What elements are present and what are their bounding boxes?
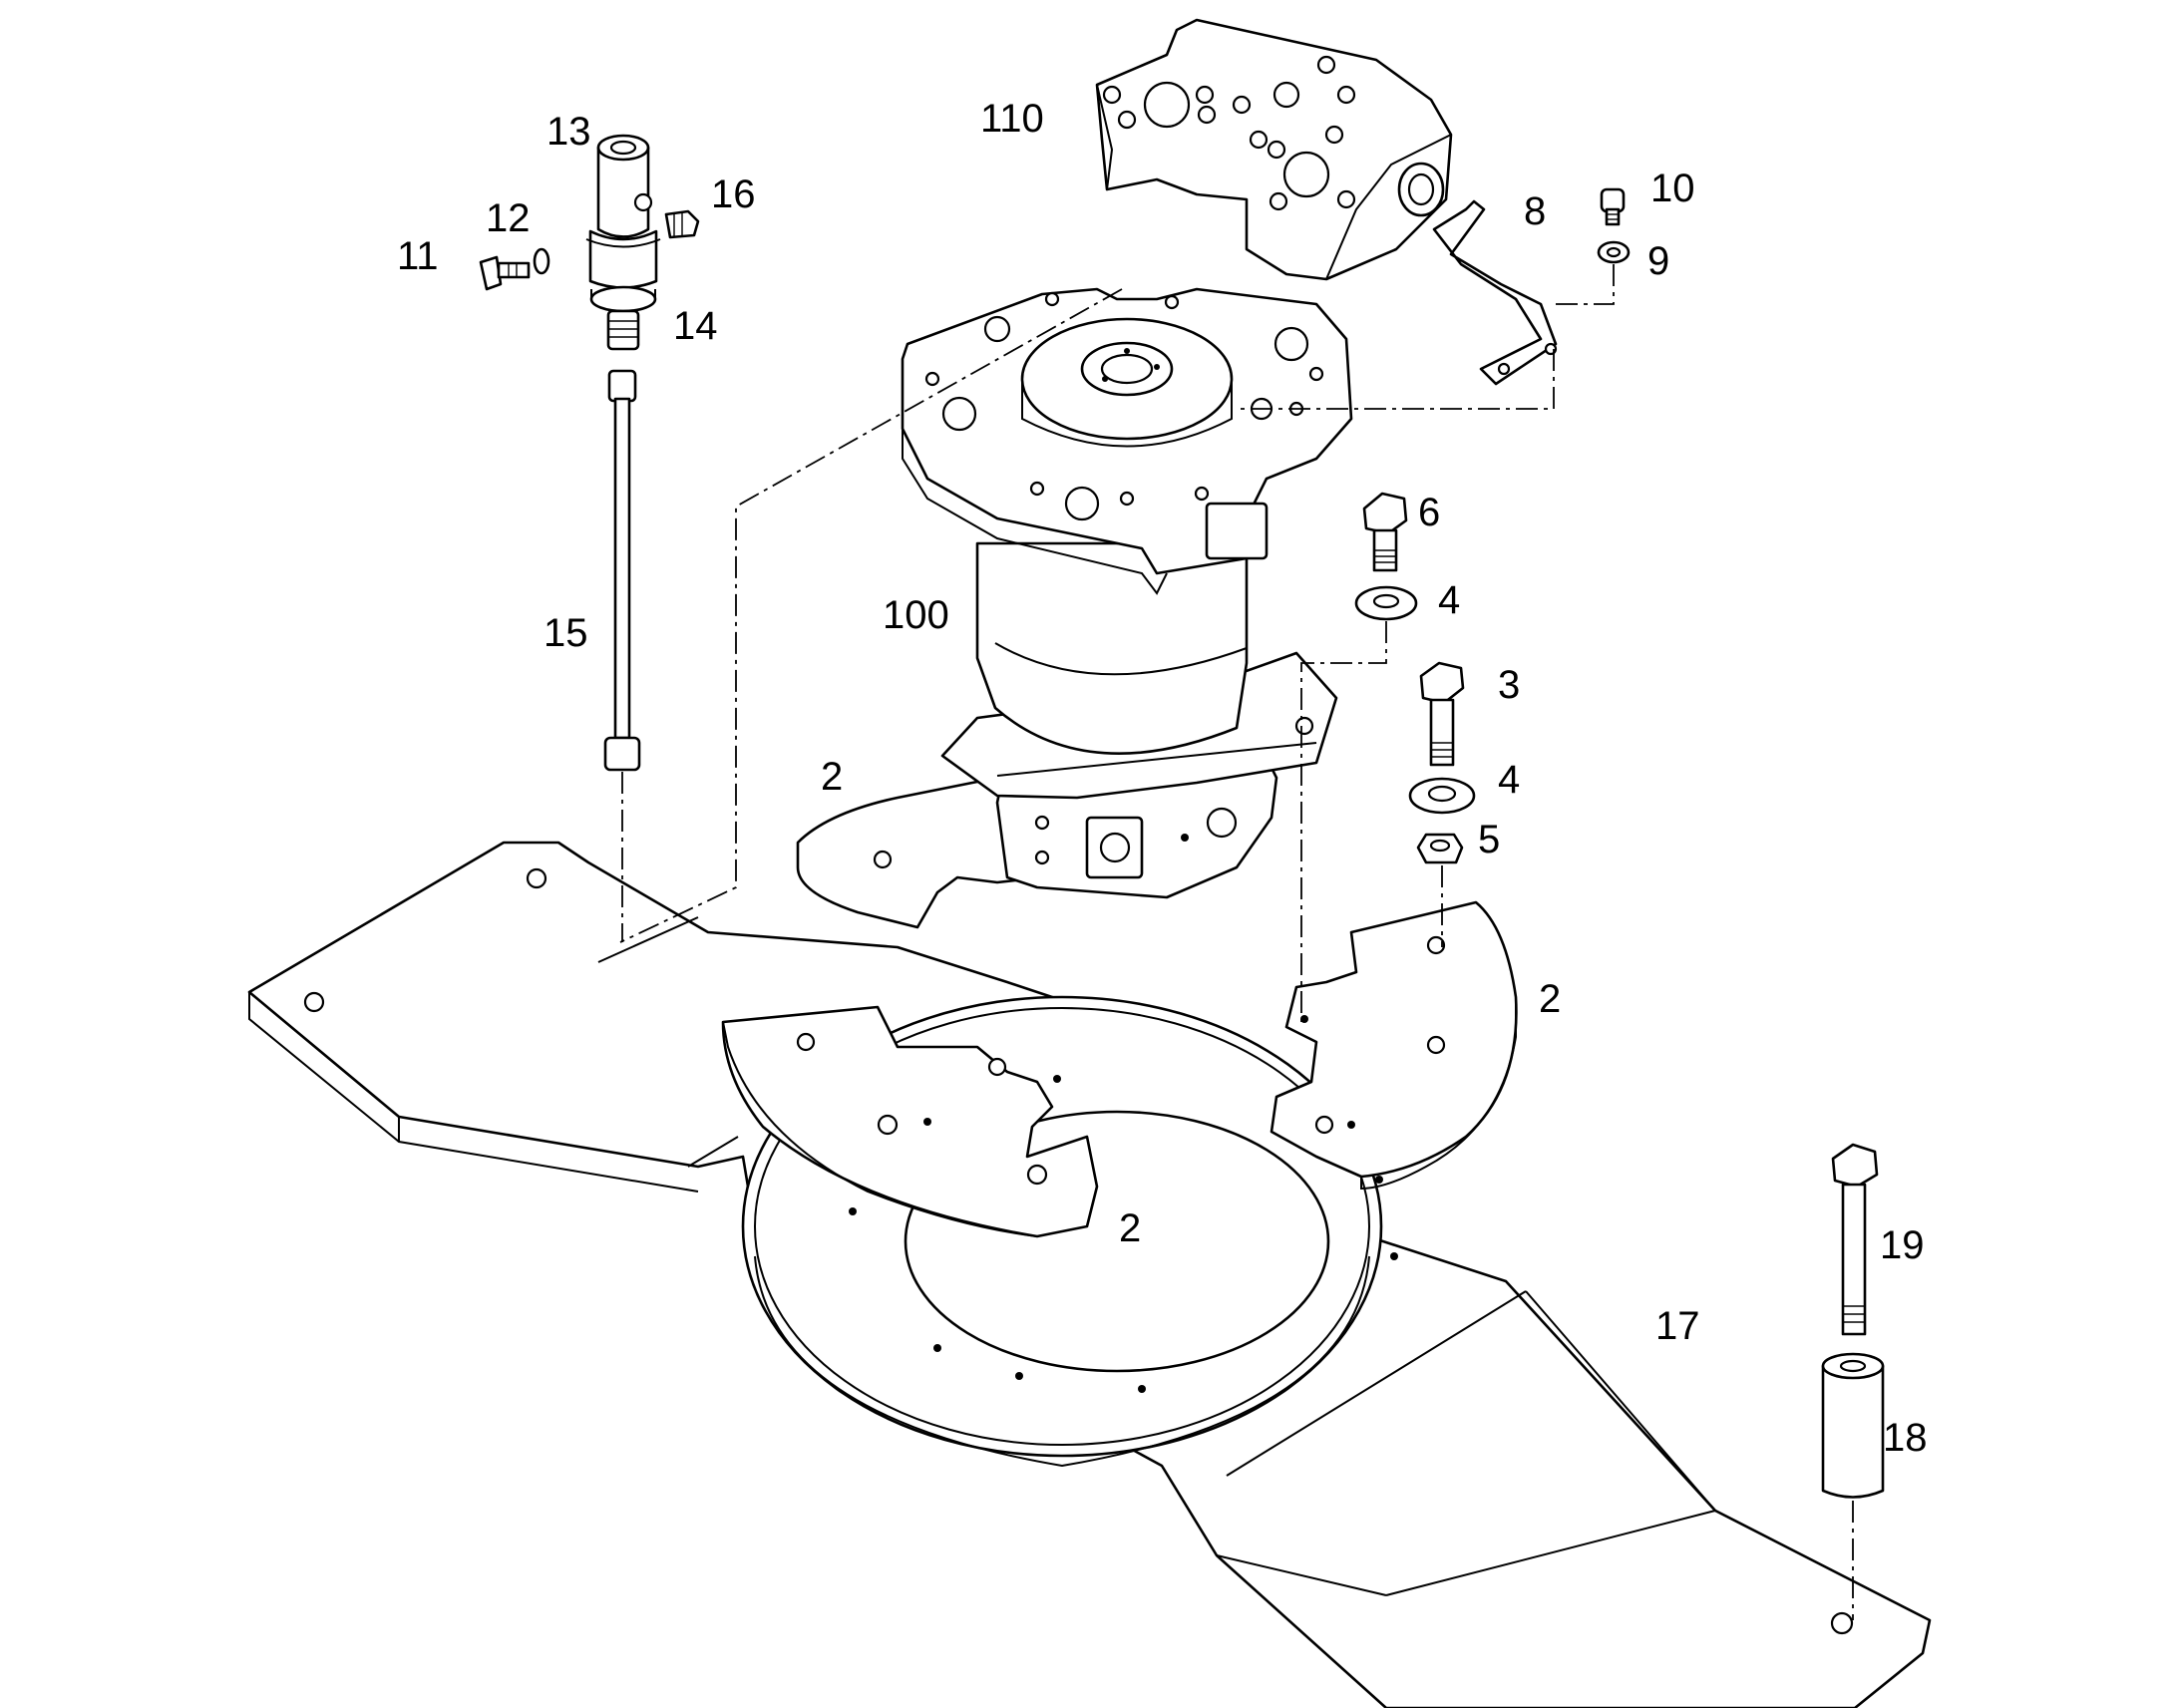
callout-11: 11 [397,234,439,278]
callout-5: 5 [1478,818,1500,861]
pressure-switch-13 [585,134,661,313]
counterweight-segment-right [1270,900,1518,1191]
bracket-8 [1432,199,1558,386]
callout-100: 100 [883,593,949,637]
callout-13: 13 [546,110,591,154]
callout-9: 9 [1647,239,1669,283]
fitting-16 [664,209,700,239]
callout-15: 15 [544,611,588,655]
counterweight-segment-left [721,1005,1099,1238]
hose-15 [603,369,641,772]
washer-4-upper [1354,585,1418,621]
assembly-leader-lines [619,264,1854,1620]
callout-18: 18 [1883,1416,1928,1460]
callout-6: 6 [1418,491,1440,534]
bolt-19 [1831,1143,1879,1336]
callout-14: 14 [673,304,718,348]
callout-19: 19 [1880,1223,1925,1267]
bolt-6 [1362,492,1408,572]
callout-16: 16 [711,172,756,216]
washer-9 [1597,240,1631,264]
adapter-14 [606,309,640,351]
callout-8: 8 [1524,189,1546,233]
callout-4-lower: 4 [1498,758,1520,802]
callout-110: 110 [980,97,1044,141]
valve-block-110 [1095,18,1453,281]
spacer-18 [1821,1352,1885,1499]
washer-12 [533,247,550,275]
callout-10: 10 [1650,167,1695,210]
callout-2-right: 2 [1539,977,1561,1021]
bolt-3 [1419,661,1465,767]
callout-3: 3 [1498,663,1520,707]
nut-5 [1416,833,1464,864]
callout-17: 17 [1655,1304,1700,1348]
callout-12: 12 [486,196,531,240]
swing-motor-100 [901,287,1353,899]
callout-2-back: 2 [821,755,843,799]
part-callouts: 110 13 12 16 11 14 15 10 8 9 6 4 100 3 2… [397,97,1928,1460]
callout-2-left: 2 [1119,1206,1141,1250]
screw-10 [1600,187,1626,226]
callout-4-upper: 4 [1438,578,1460,622]
bolt-11 [479,255,531,291]
washer-4-lower [1408,777,1476,815]
